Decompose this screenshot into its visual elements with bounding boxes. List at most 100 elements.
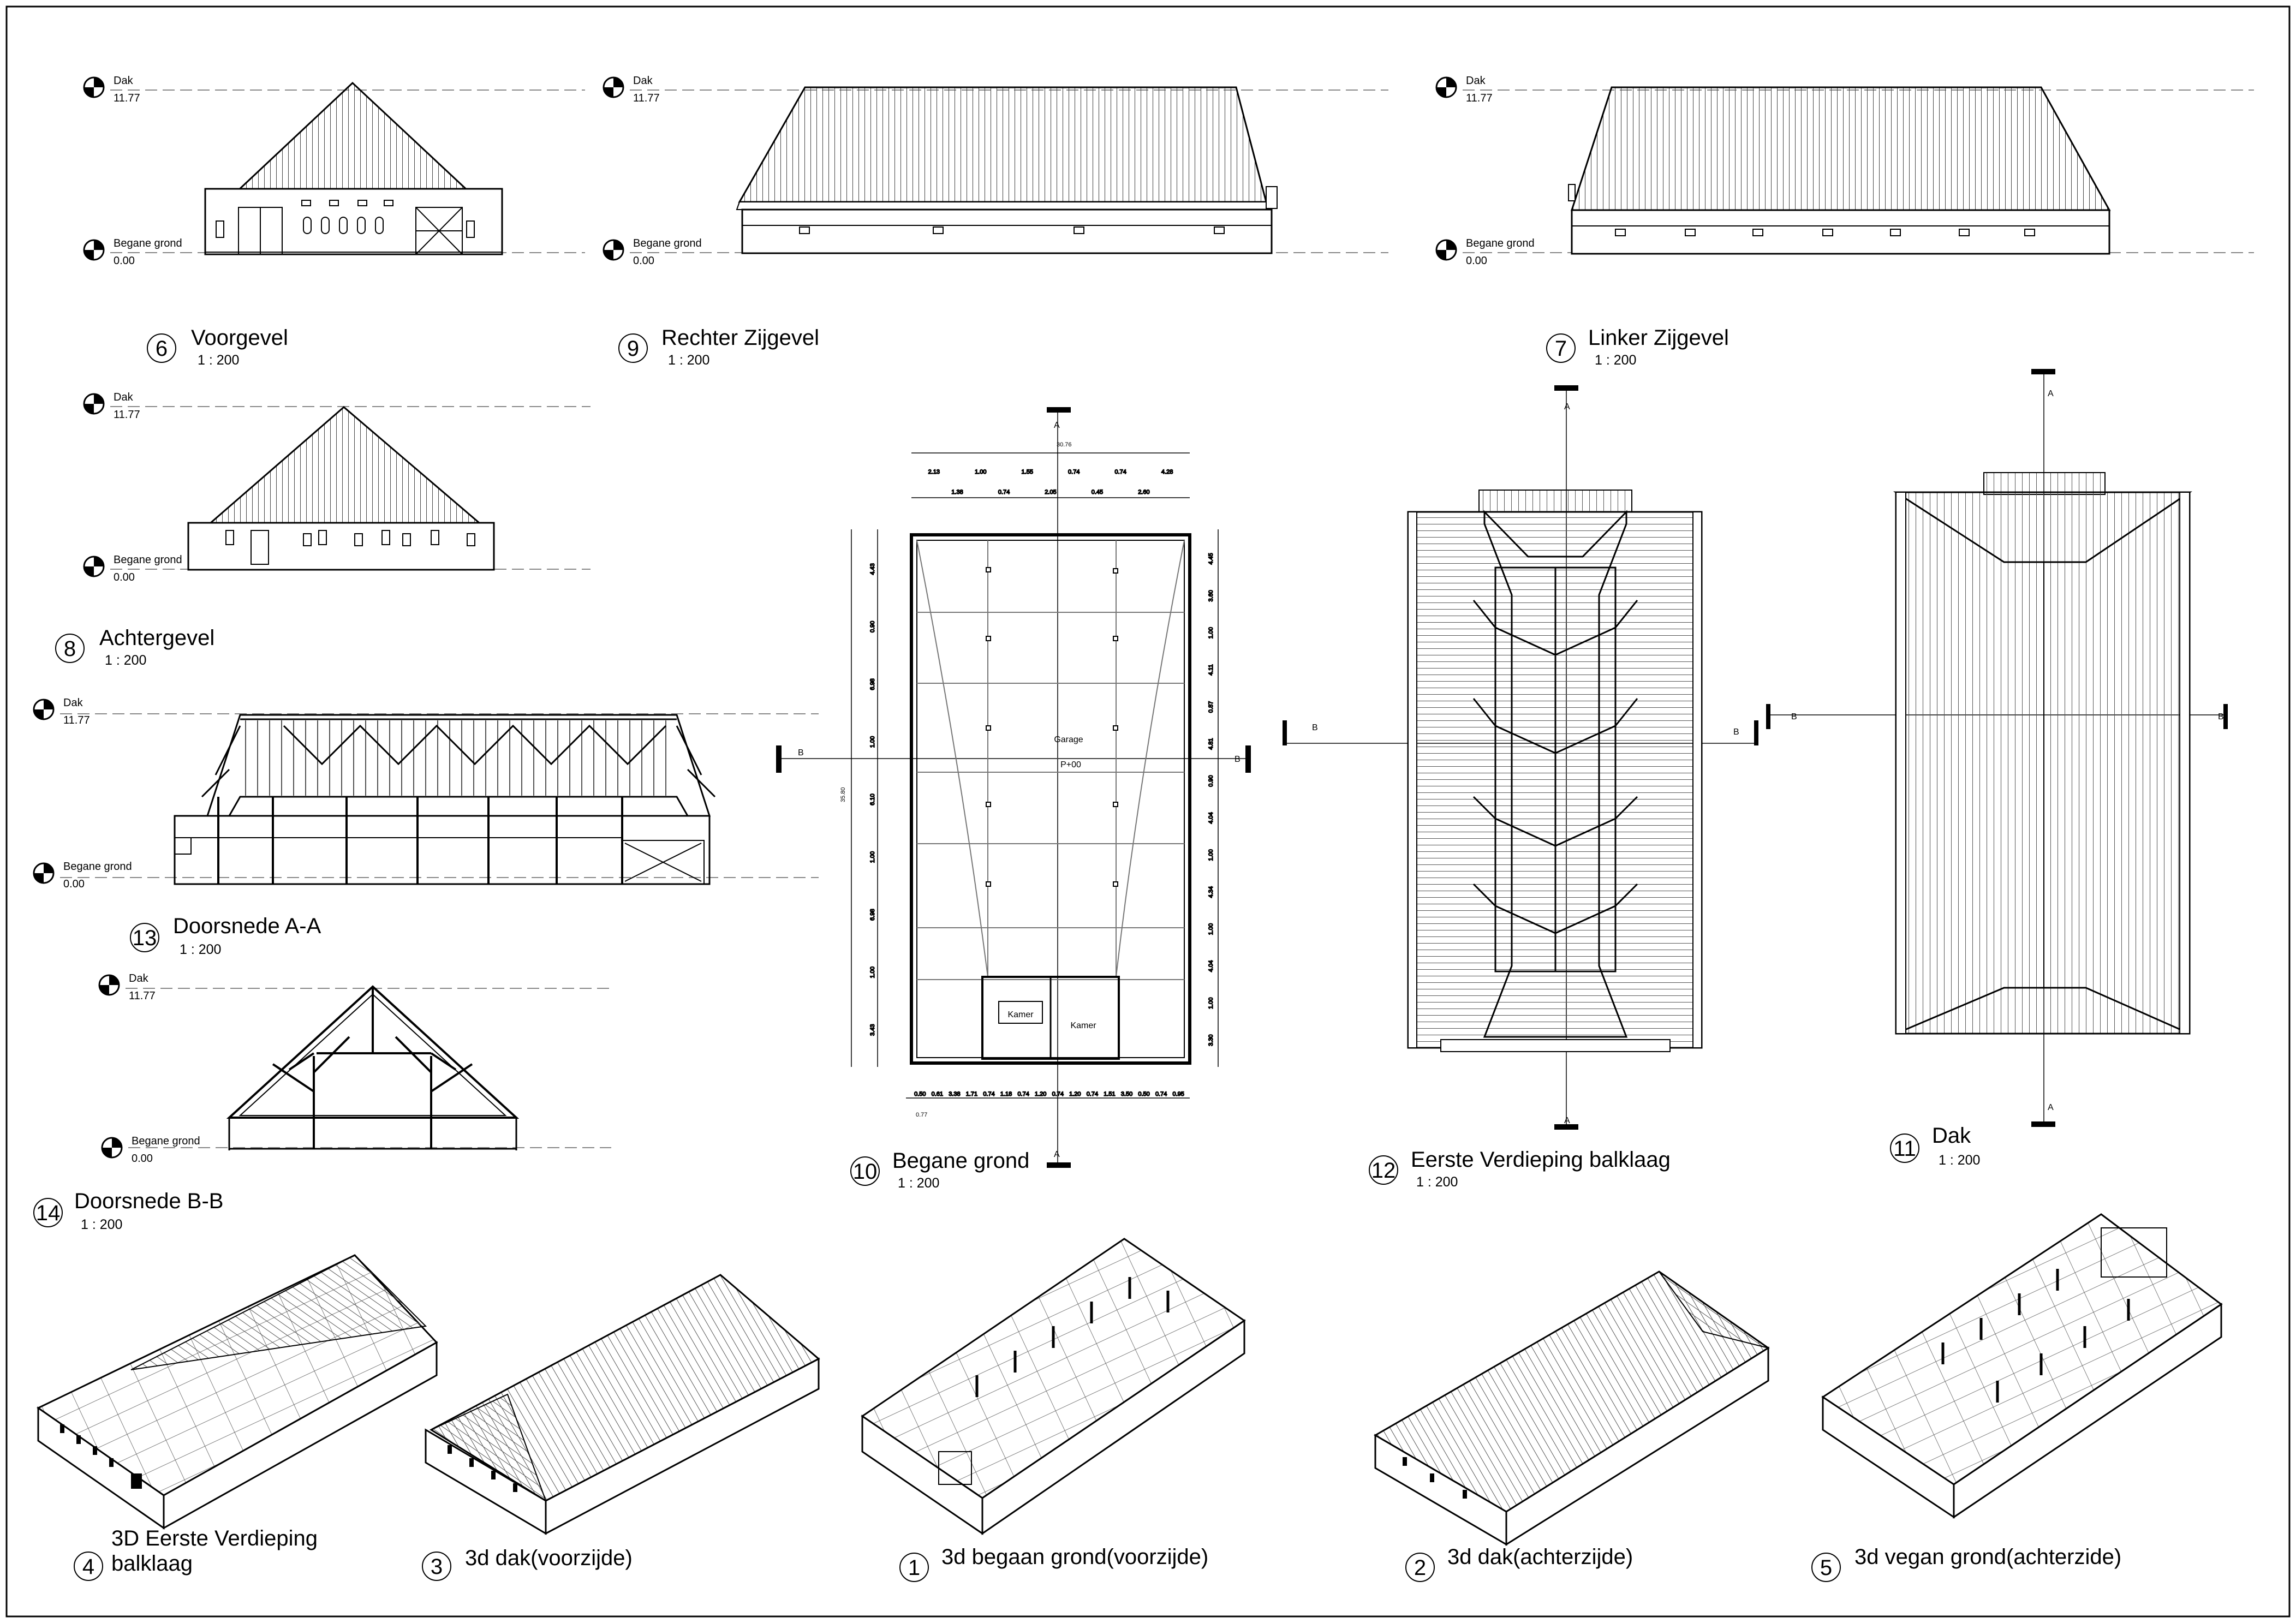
svg-text:Dak: Dak [1466,75,1486,87]
dimension-label: 4.43 [869,563,876,575]
svg-text:1: 1 [908,1556,920,1580]
svg-text:Dak: Dak [114,75,134,87]
svg-text:Doorsnede B-B: Doorsnede B-B [74,1189,223,1213]
svg-text:Dak: Dak [114,391,134,403]
level-marker-dak: Dak 11.77 [603,75,1388,104]
svg-text:Dak: Dak [1932,1124,1971,1148]
svg-text:A: A [2048,389,2054,398]
view-title-linker-zijgevel: 7 Linker Zijgevel 1 : 200 [1546,326,1729,368]
dimension-label: 1.38 [951,489,963,496]
3d-view-eerste-verdieping-balklaag [37,1254,438,1530]
dimension-label: 3.50 [1121,1091,1132,1097]
view-title-achtergevel: 8 Achtergevel 1 : 200 [55,626,214,668]
svg-text:6: 6 [156,337,168,361]
dimension-label: 1.00 [869,736,876,748]
elevation-achtergevel [187,406,495,571]
sheet-border [5,5,2291,1618]
dimension-label: 4.04 [1208,812,1214,824]
dimension-label: 3.60 [1208,590,1214,601]
dimension-label: 1.00 [1208,849,1214,861]
svg-text:Voorgevel: Voorgevel [191,326,288,350]
elevation-linker-zijgevel [1568,86,2111,255]
level-marker-dak: Dak 11.77 [98,972,611,1002]
svg-text:Achtergevel: Achtergevel [99,626,214,650]
svg-text:14: 14 [36,1201,61,1225]
svg-text:11.77: 11.77 [633,92,660,104]
svg-text:balklaag: balklaag [111,1552,193,1576]
dimension-label: 0.50 [914,1091,926,1097]
svg-text:B: B [2218,712,2224,721]
svg-text:1 : 200: 1 : 200 [180,942,221,957]
dimension-label: 1.00 [1208,923,1214,935]
svg-text:0.00: 0.00 [114,571,135,583]
view-title-3d-dak-voorzijde: 3 3d dak(voorzijde) [422,1546,633,1581]
dimension-label: 0.74 [1068,469,1080,475]
svg-text:Eerste Verdieping balklaag: Eerste Verdieping balklaag [1411,1148,1671,1172]
svg-text:A: A [1564,1116,1570,1125]
svg-text:A: A [1054,1150,1060,1159]
svg-text:3D Eerste Verdieping: 3D Eerste Verdieping [111,1526,318,1550]
dimension-label: 1.18 [1000,1091,1012,1097]
level-marker-begane-grond: Begane grond 0.00 [33,861,819,890]
dimension-label: 4.34 [1208,886,1214,898]
dimension-label: 4.45 [1208,553,1214,564]
svg-text:A: A [1564,402,1570,411]
dimension-label: 4.11 [1208,664,1214,676]
dimension-label: 2.60 [1138,489,1149,496]
svg-text:Doorsnede A-A: Doorsnede A-A [173,914,321,938]
view-title-dak: 11 Dak 1 : 200 [1890,1124,1980,1168]
svg-text:12: 12 [1371,1159,1396,1183]
svg-text:Dak: Dak [129,972,149,984]
dimension-label: 1.51 [1104,1091,1115,1097]
svg-text:5: 5 [1820,1556,1832,1580]
view-title-3d-eerste-verdieping-balklaag: 4 3D Eerste Verdieping balklaag [74,1526,318,1581]
view-title-doorsnede-a-a: 13 Doorsnede A-A 1 : 200 [130,914,321,957]
svg-text:Kamer: Kamer [1070,1021,1096,1030]
level-marker-begane-grond: Begane grond 0.00 [101,1135,611,1165]
dimension-label: 1.20 [1069,1091,1081,1097]
svg-text:1 : 200: 1 : 200 [668,353,709,368]
elevation-rechter-zijgevel [736,86,1278,254]
svg-text:13: 13 [133,926,157,950]
dimension-label: 0.74 [998,489,1010,496]
dimension-label: 1.00 [1208,627,1214,639]
svg-text:3: 3 [431,1555,443,1579]
svg-text:Begane grond: Begane grond [1466,237,1535,249]
dimension-label: 0.87 [1208,701,1214,713]
view-title-3d-begane-grond-achterzijde: 5 3d vegan grond(achterzide) [1811,1545,2121,1582]
view-title-voorgevel: 6 Voorgevel 1 : 200 [147,326,288,368]
section-doorsnede-a-a [174,714,716,885]
roof-plan-dak: A A B B [1766,369,2228,1127]
svg-text:Rechter Zijgevel: Rechter Zijgevel [661,326,819,350]
dimension-label: 0.74 [1114,469,1126,475]
dimension-label: 0.74 [1052,1091,1064,1097]
dimension-label: 1.20 [1035,1091,1046,1097]
svg-text:11.77: 11.77 [129,990,156,1002]
3d-view-begane-grond-achterzijde [1821,1213,2223,1519]
svg-text:P+00: P+00 [1060,760,1081,769]
view-title-begane-grond: 10 Begane grond 1 : 200 [850,1149,1029,1191]
dimension-label: 0.90 [1208,775,1214,786]
svg-text:35.80: 35.80 [840,787,846,802]
svg-text:Dak: Dak [63,697,84,709]
view-title-rechter-zijgevel: 9 Rechter Zijgevel 1 : 200 [618,326,819,368]
svg-text:Begane grond: Begane grond [63,861,132,873]
dimension-label: 1.00 [869,851,876,863]
svg-text:Begane grond: Begane grond [892,1149,1029,1173]
svg-text:1 : 200: 1 : 200 [1939,1153,1980,1168]
svg-text:1 : 200: 1 : 200 [105,653,146,668]
dimension-label: 0.61 [932,1091,943,1097]
svg-text:30.76: 30.76 [1057,441,1072,448]
svg-text:A: A [1054,421,1060,430]
svg-text:Linker Zijgevel: Linker Zijgevel [1588,326,1729,350]
svg-text:0.00: 0.00 [132,1153,153,1165]
svg-text:0.00: 0.00 [63,878,85,890]
elevation-voorgevel [204,81,503,255]
svg-text:Dak: Dak [633,75,653,87]
svg-text:4: 4 [82,1555,94,1579]
dimension-label: 0.45 [1092,489,1103,496]
svg-text:7: 7 [1555,337,1567,361]
svg-text:11.77: 11.77 [1466,92,1493,104]
dimension-label: 2.05 [1045,489,1056,496]
